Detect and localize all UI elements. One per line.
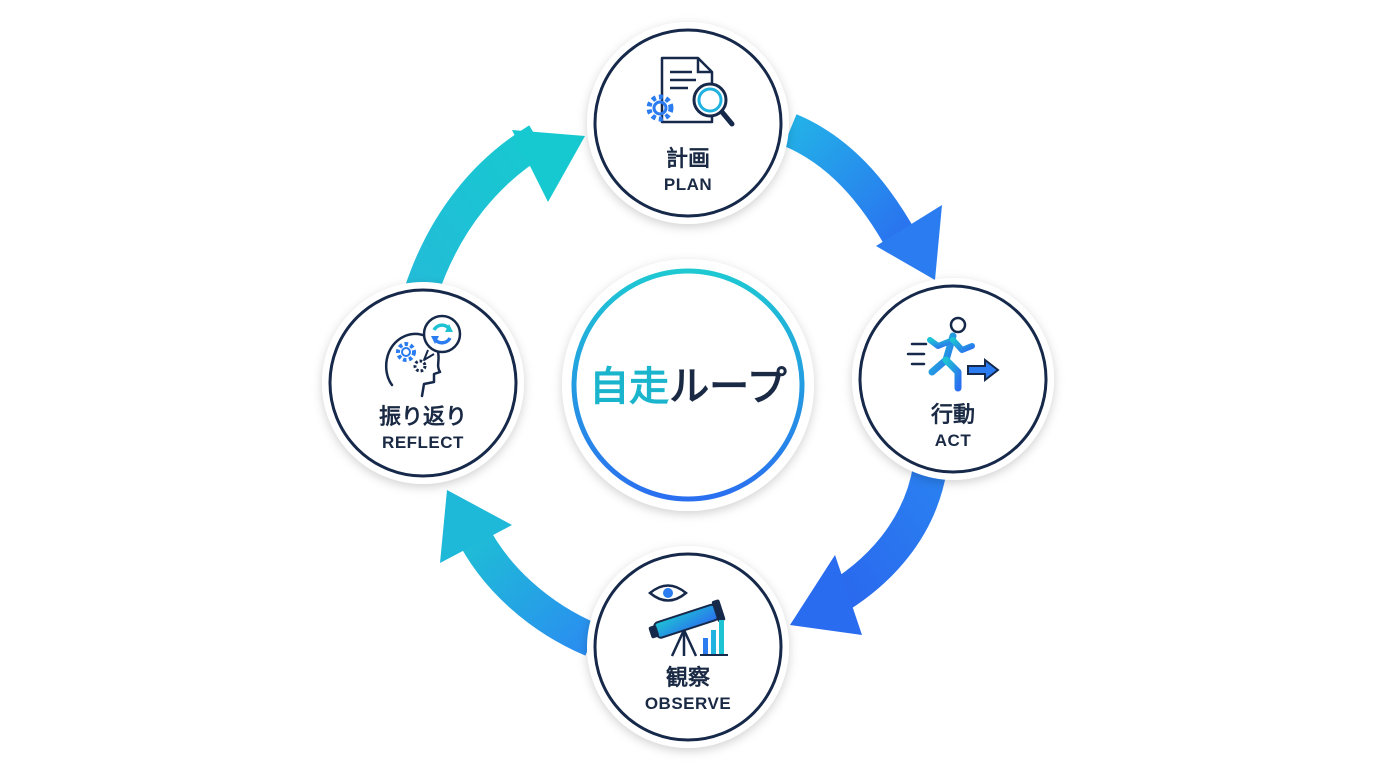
document-search-gear-icon	[646, 56, 735, 127]
node-reflect: 振り返り REFLECT	[322, 282, 524, 484]
center-title-part2: ループ	[669, 364, 787, 410]
arrow-plan-to-act	[783, 114, 942, 280]
center-title: 自走ループ	[589, 364, 787, 410]
node-act-label-ja: 行動	[930, 402, 975, 428]
arrow-observe-to-reflect	[440, 490, 599, 656]
node-act: 行動 ACT	[852, 278, 1054, 480]
arrow-reflect-to-plan	[404, 125, 585, 298]
running-person-arrow-icon	[906, 316, 1000, 392]
arrow-act-to-observe	[790, 464, 947, 635]
node-observe: 観察 OBSERVE	[587, 546, 789, 748]
node-act-label-en: ACT	[935, 431, 972, 450]
node-reflect-label-ja: 振り返り	[379, 405, 467, 430]
node-plan: 計画 PLAN	[587, 22, 789, 224]
node-plan-label-ja: 計画	[666, 146, 710, 172]
eye-telescope-chart-icon	[648, 584, 728, 657]
node-plan-label-en: PLAN	[664, 175, 712, 194]
node-observe-label-en: OBSERVE	[645, 694, 731, 713]
node-reflect-label-en: REFLECT	[382, 433, 464, 452]
center-title-part1: 自走	[589, 364, 669, 410]
center-node: 自走ループ	[562, 259, 814, 511]
head-gears-refresh-icon	[385, 314, 462, 398]
node-observe-label-ja: 観察	[666, 665, 711, 691]
